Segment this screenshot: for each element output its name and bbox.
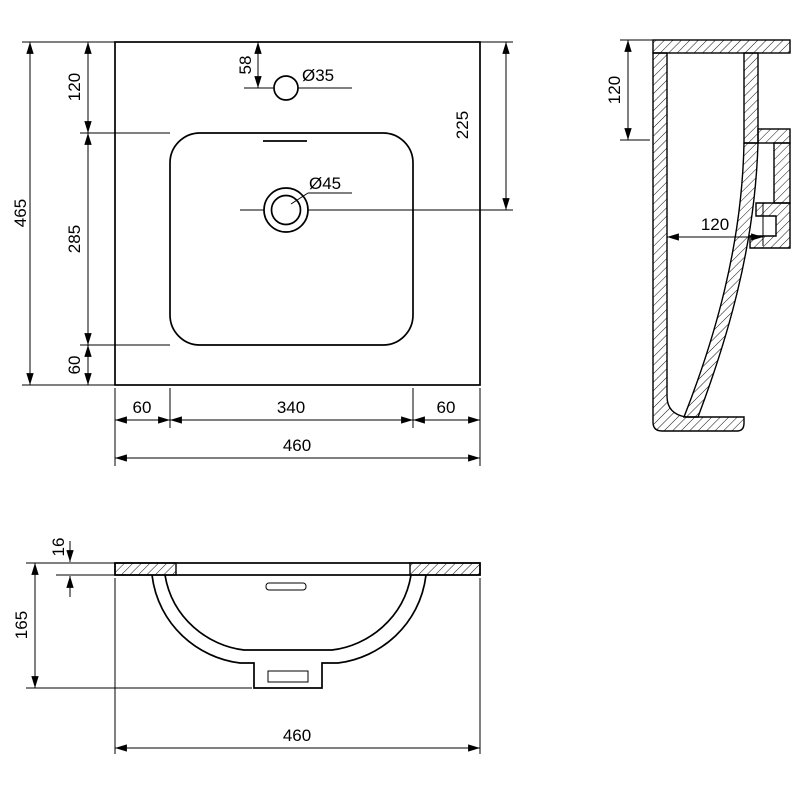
drain-hole-outer (263, 187, 309, 233)
dim-label-front-width: 460 (283, 726, 311, 745)
dim-label-front-height: 165 (12, 611, 31, 639)
drain-leader-line (290, 192, 309, 205)
dim-label-side-height: 120 (605, 76, 624, 104)
front-wall-and-foot-section (652, 52, 745, 432)
dim-label-drain-from-top: 225 (453, 111, 472, 139)
overflow-slot-front (265, 582, 307, 591)
dim-label-rim-top: 120 (65, 73, 84, 101)
side-section-view: 120 120 (605, 39, 791, 432)
bowl-wall-section (682, 142, 759, 418)
bowl-outer-profile (151, 574, 427, 689)
dim-label-rim-thickness: 16 (49, 538, 68, 557)
dim-label-basin-width: 340 (277, 398, 305, 417)
mounting-strip-section (773, 142, 791, 204)
dim-label-overall-height: 465 (11, 199, 30, 227)
faucet-hole (273, 75, 299, 101)
rim-section (652, 39, 791, 54)
dim-label-drain-diameter: Ø45 (309, 174, 341, 193)
mounting-clip-section (749, 202, 791, 249)
dim-label-basin-length: 285 (65, 225, 84, 253)
back-wall-section (743, 52, 759, 144)
rim-section-right (409, 562, 481, 576)
dim-label-faucet-offset: 58 (236, 56, 255, 75)
basin-outline (169, 132, 414, 346)
drain-fitting (267, 670, 309, 683)
dim-label-rim-right: 60 (437, 398, 456, 417)
plan-view: 465 120 285 60 58 Ø35 Ø45 225 60 340 60 … (11, 41, 513, 466)
dim-label-side-depth: 120 (701, 215, 729, 234)
front-section-view: 16 165 460 (12, 538, 481, 754)
mounting-bar-section (757, 128, 791, 144)
drain-hole-inner (270, 194, 302, 226)
rim-outline (114, 562, 481, 576)
bowl-inner-profile (164, 574, 412, 651)
dim-label-faucet-diameter: Ø35 (302, 66, 334, 85)
dim-label-overall-width: 460 (283, 436, 311, 455)
dim-label-rim-left: 60 (133, 398, 152, 417)
dim-label-rim-bottom: 60 (65, 356, 84, 375)
rim-section-left (114, 562, 177, 576)
